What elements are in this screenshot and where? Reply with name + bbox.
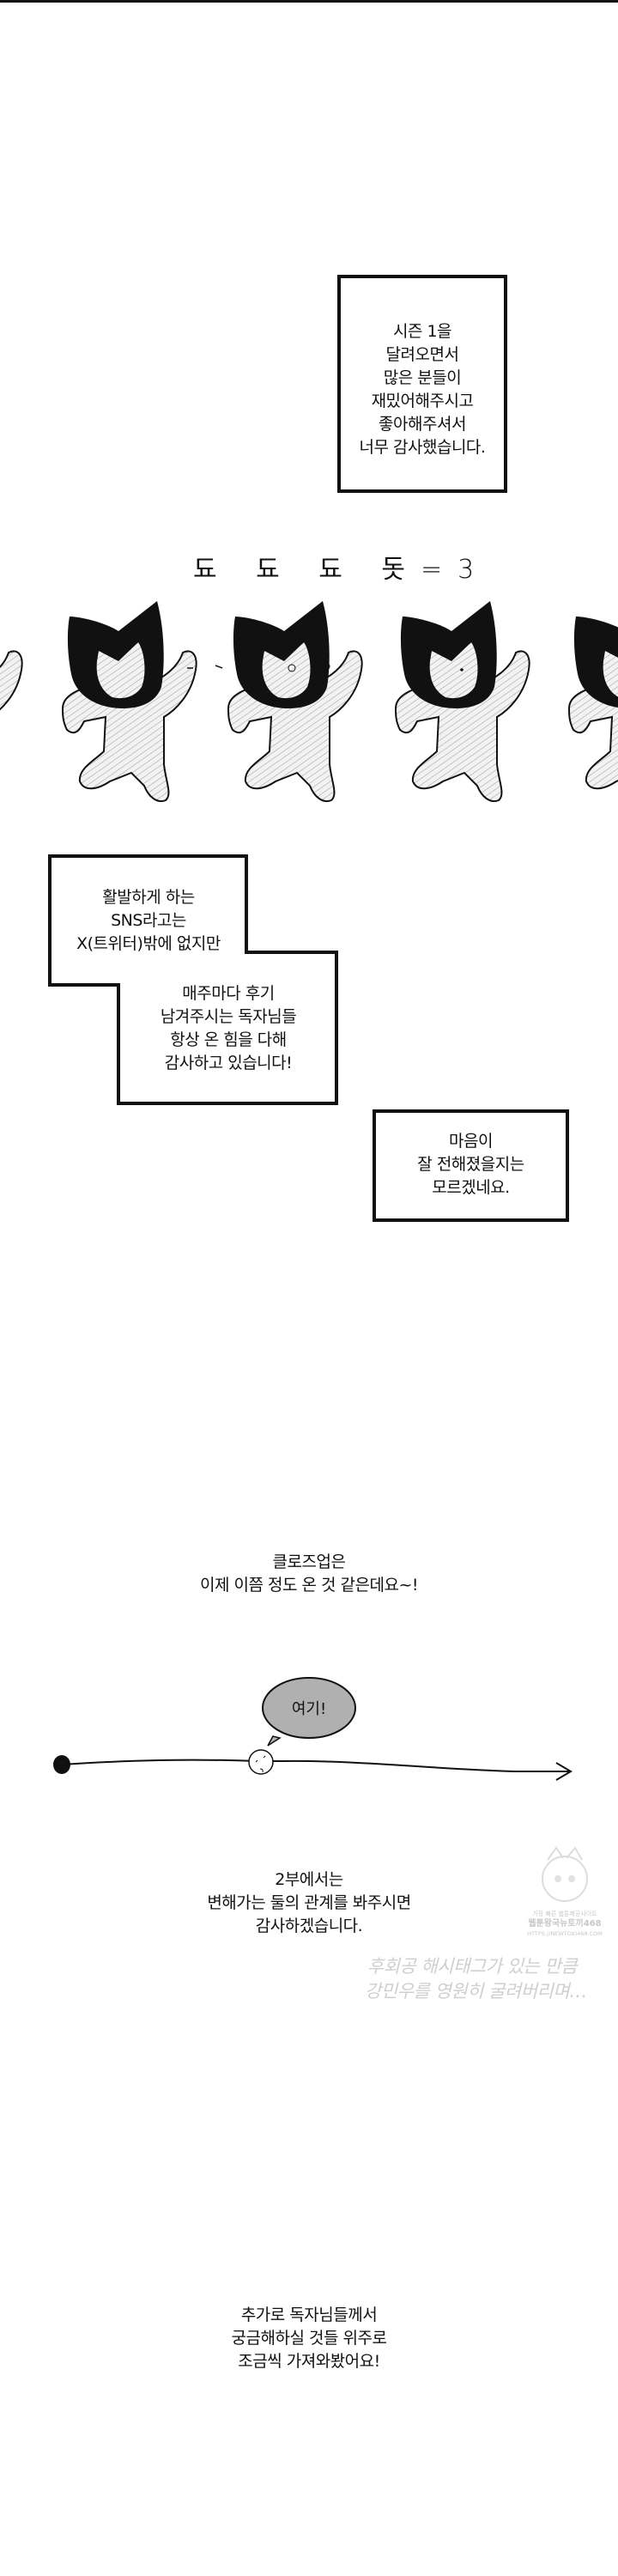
caption-text-sns: 활발하게 하는 SNS라고는 X(트위터)밖에 없지만	[50, 886, 247, 956]
start-dot	[53, 1755, 70, 1774]
caption-line: 마음이	[449, 1132, 493, 1151]
caption-line: 감사하고 있습니다!	[164, 1054, 293, 1072]
character-surprised	[227, 600, 363, 803]
caption-line: 남겨주시는 독자님들	[160, 1007, 297, 1026]
text-line: 조금씩 가져와봤어요!	[238, 2352, 380, 2371]
caption-line: 시즌 1을	[392, 322, 452, 341]
caption-line: 너무 감사했습니다.	[359, 438, 486, 457]
caption-line: 활발하게 하는	[102, 888, 195, 907]
timeline-drawing: 여기!	[53, 1677, 573, 1781]
watermark-mascot-icon	[542, 1846, 588, 1902]
text-line: 감사하겠습니다.	[255, 1917, 363, 1935]
text-line: 궁금해하실 것들 위주로	[231, 2329, 387, 2348]
caption-box-season1: 시즌 1을 달려오면서 많은 분들이 재밌어해주시고 좋아해주셔서 너무 감사했…	[337, 275, 507, 493]
caption-line: X(트위터)밖에 없지만	[76, 934, 221, 953]
closing-text: 추가로 독자님들께서 궁금해하실 것들 위주로 조금씩 가져와봤어요!	[0, 2304, 618, 2373]
watermark-line: HTTPS://NEWTOKI468.COM	[527, 1930, 603, 1937]
caption-line: 좋아해주셔서	[379, 415, 466, 434]
text-line: 추가로 독자님들께서	[240, 2306, 378, 2324]
sound-effect-text: 됴 됴 됴 돗=3	[193, 555, 490, 585]
caption-text-thanks: 매주마다 후기 남겨주시는 독자님들 항상 온 힘을 다해 감사하고 있습니다!	[120, 982, 336, 1075]
caption-line: 모르겠네요.	[432, 1178, 510, 1197]
caption-line: 달려오면서	[385, 345, 459, 364]
character-head	[248, 1749, 274, 1775]
speech-bubble	[262, 1677, 356, 1747]
text-line: 강민우를 영원히 굴려버리며…	[365, 1981, 587, 2002]
caption-line: SNS라고는	[111, 911, 186, 930]
caption-line: 많은 분들이	[383, 368, 462, 387]
caption-box-sns-outline	[48, 854, 338, 1105]
text-line: 2부에서는	[275, 1870, 343, 1889]
caption-line: 잘 전해졌을지는	[417, 1155, 524, 1174]
text-line: 변해가는 둘의 관계를 봐주시면	[207, 1893, 411, 1912]
caption-text: 마음이 잘 전해졌을지는 모르겠네요.	[376, 1130, 566, 1200]
watermark-line: 웹툰왕국뉴토끼468	[528, 1919, 602, 1929]
text-line: 클로즈업은	[272, 1552, 346, 1571]
watermark-line: 가장 빠른 웹툰제공사이트	[532, 1911, 597, 1917]
caption-line: 항상 온 힘을 다해	[170, 1030, 287, 1049]
text-line: 이제 이쯤 정도 온 것 같은데요~!	[200, 1576, 419, 1595]
dancing-characters-row	[0, 600, 618, 803]
caption-line: 재밌어해주시고	[371, 392, 474, 410]
speech-bubble-text: 여기!	[292, 1700, 326, 1718]
caption-box-heart: 마음이 잘 전해졌을지는 모르겠네요.	[373, 1109, 569, 1222]
text-line: 후회공 해시태그가 있는 만큼	[367, 1956, 578, 1977]
character-winking	[62, 600, 223, 803]
caption-text: 시즌 1을 달려오면서 많은 분들이 재밌어해주시고 좋아해주셔서 너무 감사했…	[341, 320, 504, 459]
part2-text: 2부에서는 변해가는 둘의 관계를 봐주시면 감사하겠습니다.	[0, 1868, 618, 1938]
top-panel-edge	[0, 0, 618, 3]
faded-preview-text: 후회공 해시태그가 있는 만큼 강민우를 영원히 굴려버리며…	[365, 1954, 587, 2004]
arrow-head-icon	[555, 1762, 573, 1781]
caption-line: 매주마다 후기	[182, 984, 275, 1003]
site-watermark: 가장 빠른 웹툰제공사이트 웹툰왕국뉴토끼468 HTTPS://NEWTOKI…	[525, 1846, 604, 1949]
character-blank-eyes	[395, 600, 530, 803]
closeup-text: 클로즈업은 이제 이쯤 정도 온 것 같은데요~!	[0, 1551, 618, 1597]
